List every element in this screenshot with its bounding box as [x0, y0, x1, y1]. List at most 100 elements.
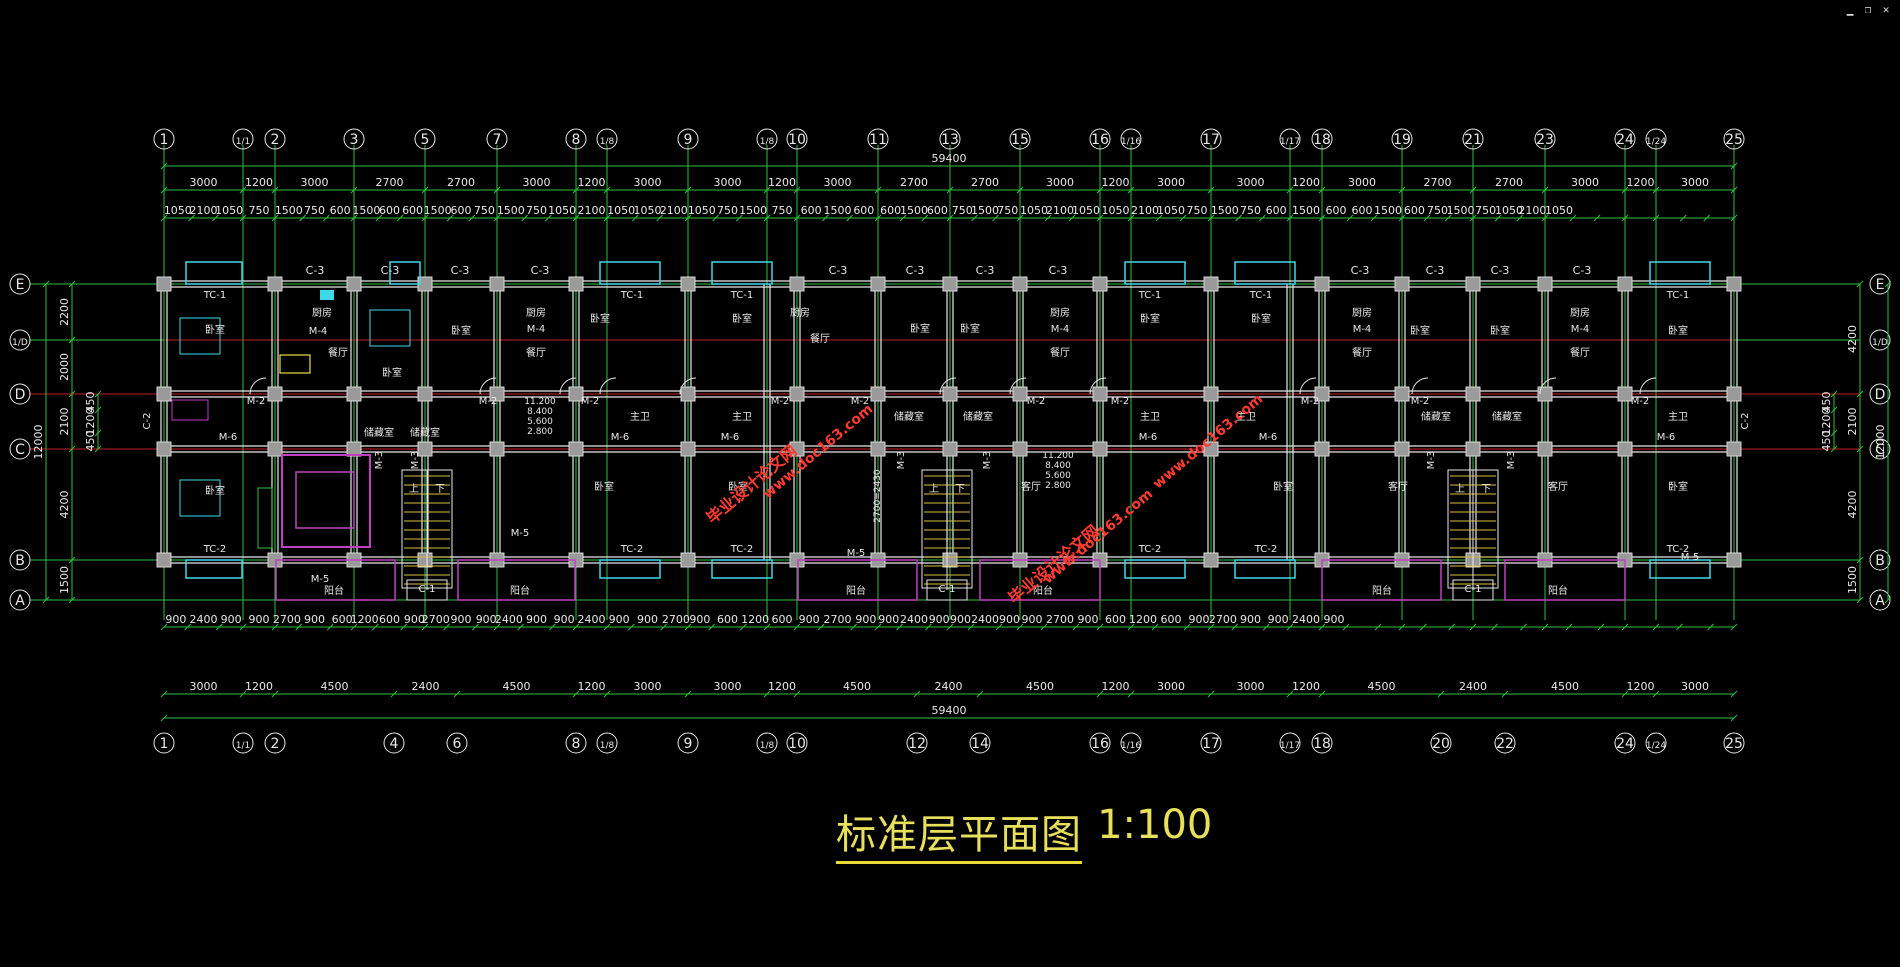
axis-label: 1/17 [1280, 741, 1300, 751]
dimension-text: 2700 [662, 613, 690, 626]
axis-label: 1/16 [1121, 137, 1141, 147]
door-label-m2: M-2 [1631, 396, 1650, 407]
structural-column [1465, 276, 1481, 292]
dimension-tick [708, 623, 716, 631]
dimension-text: 600 [379, 204, 400, 217]
door-label-m6: M-6 [611, 432, 630, 443]
dimension-tick [1096, 214, 1104, 222]
dimension-tick [992, 214, 999, 222]
room-label: 卧室 [205, 323, 225, 336]
dimension-tick [846, 214, 854, 222]
dimension-text: 600 [772, 613, 793, 626]
door-label-m2: M-2 [581, 396, 600, 407]
room-label: TC-1 [620, 290, 643, 301]
room-label: 阳台 [324, 584, 344, 597]
dimension-tick [660, 623, 668, 631]
axis-bubble [9, 438, 31, 460]
axis-bubble [264, 128, 286, 150]
room-label: 厨房 [526, 306, 546, 319]
dimension-text: 3000 [634, 176, 662, 189]
restore-button[interactable]: ❐ [1864, 3, 1872, 16]
dimension-tick [421, 214, 429, 222]
dimension-text: 1200 [245, 680, 273, 693]
axis-bubble [1120, 732, 1142, 754]
structural-column [1092, 386, 1108, 402]
room-label: 主卫 [1236, 411, 1256, 423]
room-label: 卧室 [594, 480, 614, 493]
drawing-title-block: 标准层平面图 1:100 [836, 802, 1212, 864]
dimension-text: 900 [451, 613, 472, 626]
structural-column [156, 441, 172, 457]
dimension-tick [239, 690, 247, 698]
dimension-text: 600 [801, 204, 822, 217]
room-label: 客厅 [1021, 480, 1041, 493]
structural-column [417, 386, 433, 402]
dimension-text: 900 [165, 613, 186, 626]
room-label: TC-2 [1254, 544, 1277, 555]
door-swing [1089, 377, 1107, 395]
axis-label: 1/D [1872, 338, 1888, 348]
dimension-text: 450 [84, 431, 97, 452]
room-label: 卧室 [1668, 324, 1688, 337]
dimension-text: 1200 [84, 408, 97, 436]
dimension-tick [572, 623, 580, 631]
structural-column [680, 276, 696, 292]
structural-column [1394, 276, 1410, 292]
dimension-text: 2400 [1292, 613, 1320, 626]
dimension-tick [1262, 623, 1270, 631]
room-label: 餐厅 [1050, 346, 1070, 359]
axis-bubble [596, 732, 618, 754]
room-label: TC-2 [730, 544, 753, 555]
dimension-text: 2100 [660, 204, 688, 217]
door-label-m3: M-3 [982, 451, 993, 470]
room-label: M-4 [527, 324, 546, 335]
room-label: M-5 [1681, 552, 1700, 563]
axis-bubble [565, 732, 587, 754]
dimension-tick [1286, 623, 1294, 631]
dimension-text: 1200 [1627, 176, 1655, 189]
dimension-tick [1652, 214, 1660, 222]
window-label-c1: C-1 [939, 584, 956, 595]
dimension-tick [1016, 623, 1024, 631]
minimize-button[interactable]: ▁ [1846, 3, 1854, 16]
room-label: 餐厅 [328, 346, 348, 359]
dimension-tick [1286, 186, 1294, 194]
bay-window-bottom [599, 559, 661, 579]
dimension-text: 600 [379, 613, 400, 626]
bay-window-top [1234, 261, 1296, 285]
dimension-text: 900 [1022, 613, 1043, 626]
dimension-text: 2100 [58, 408, 71, 436]
dimension-tick [493, 623, 501, 631]
dimension-text: 2700 [900, 176, 928, 189]
dimension-text: 600 [1404, 204, 1425, 217]
dimension-tick [1398, 186, 1406, 194]
dimension-tick [375, 214, 383, 222]
axis-label: 10 [788, 132, 806, 148]
dimension-tick [921, 214, 929, 222]
dimension-tick [160, 186, 168, 194]
axis-label: 10 [788, 736, 806, 752]
axis-bubble [1200, 732, 1222, 754]
dimension-text: 1050 [1545, 204, 1573, 217]
axis-bubble [343, 128, 365, 150]
dimension-tick [1096, 623, 1104, 631]
dimension-text: 4500 [843, 680, 871, 693]
dimension-tick [684, 214, 692, 222]
door-label-m2: M-2 [851, 396, 870, 407]
dimension-text: 2100 [1131, 204, 1159, 217]
structural-column [1537, 386, 1553, 402]
dimension-tick [572, 186, 580, 194]
dimension-tick [1235, 214, 1243, 222]
axis-bubble [383, 732, 405, 754]
elevation-label: 2.800 [1045, 481, 1071, 491]
door-swing [559, 377, 577, 395]
axis-bubble [1430, 732, 1452, 754]
close-button[interactable]: ✕ [1882, 3, 1890, 16]
dimension-tick [1318, 690, 1326, 698]
dimension-text: 3000 [1348, 176, 1376, 189]
stair-up-label: 上 [929, 483, 939, 495]
dimension-tick [1040, 623, 1048, 631]
door-swing [1299, 377, 1317, 395]
dimension-tick [1448, 623, 1456, 631]
